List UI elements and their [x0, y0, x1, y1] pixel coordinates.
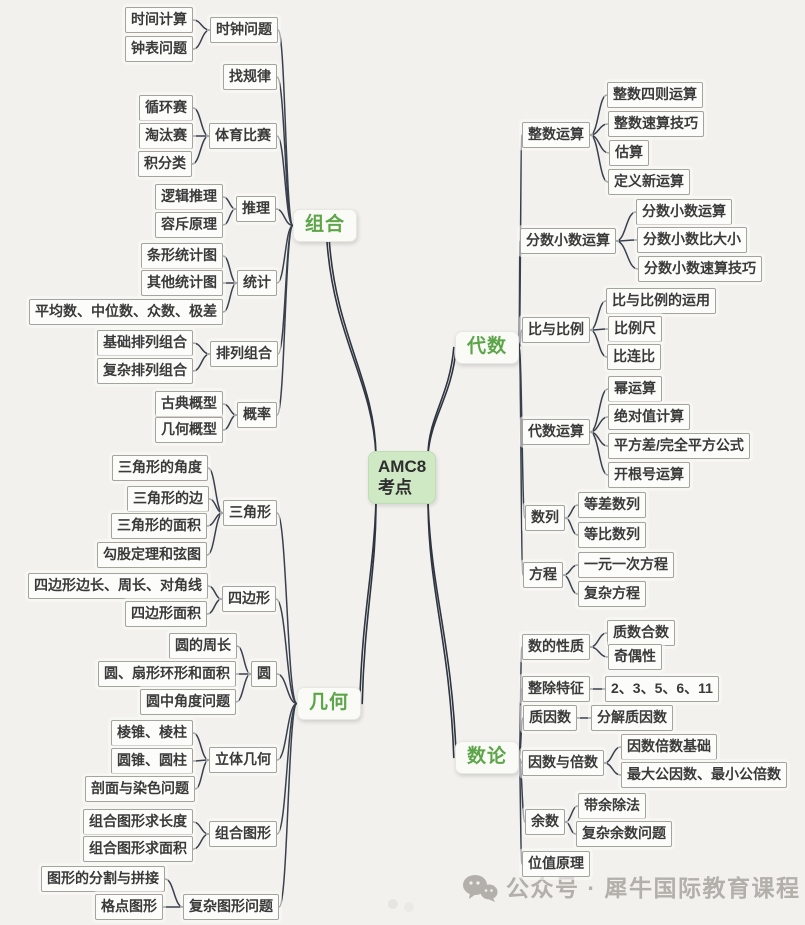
- leaf-node: 淘汰赛: [139, 123, 193, 149]
- leaf-node: 钟表问题: [125, 36, 193, 62]
- leaf-node: 最大公因数、最小公倍数: [621, 762, 787, 788]
- leaf-node: 格点图形: [95, 894, 163, 920]
- leaf-node: 整数四则运算: [607, 82, 703, 108]
- leaf-node: 带余除法: [578, 793, 646, 819]
- branch-node-combinatorics: 组合: [293, 209, 358, 242]
- leaf-node: 图形的分割与拼接: [41, 866, 165, 892]
- leaf-node: 复杂方程: [578, 581, 646, 607]
- leaf-node: 棱锥、棱柱: [111, 720, 193, 746]
- topic-node: 数列: [525, 505, 565, 531]
- leaf-node: 整数速算技巧: [608, 111, 704, 137]
- leaf-node: 分数小数运算: [636, 199, 732, 225]
- leaf-node: 组合图形求面积: [83, 836, 193, 862]
- leaf-node: 复杂排列组合: [97, 358, 193, 384]
- leaf-node: 分数小数速算技巧: [638, 256, 762, 282]
- leaf-node: 积分类: [138, 151, 192, 177]
- wechat-icon: [463, 875, 498, 902]
- background-dot: [388, 899, 398, 909]
- leaf-node: 几何概型: [155, 417, 223, 443]
- topic-node: 圆: [251, 661, 277, 687]
- leaf-node: 逻辑推理: [155, 184, 223, 210]
- topic-node: 推理: [236, 196, 276, 222]
- leaf-node: 四边形边长、周长、对角线: [28, 573, 208, 599]
- branch-node-number-theory: 数论: [455, 741, 520, 774]
- leaf-node: 质数合数: [607, 620, 675, 646]
- topic-node: 概率: [237, 402, 277, 428]
- leaf-node: 圆的周长: [169, 633, 237, 659]
- leaf-node: 圆、扇形环形和面积: [98, 661, 236, 687]
- leaf-node: 开根号运算: [608, 462, 690, 488]
- leaf-node: 等差数列: [578, 492, 646, 518]
- center-title-line2: 考点: [378, 478, 412, 497]
- topic-node: 时钟问题: [210, 17, 278, 43]
- leaf-node: 因数倍数基础: [621, 734, 717, 760]
- leaf-node: 圆中角度问题: [140, 689, 236, 715]
- center-title-line1: AMC8: [378, 457, 427, 476]
- topic-node: 比与比例: [522, 317, 590, 343]
- leaf-node: 剖面与染色问题: [85, 776, 195, 802]
- topic-node: 质因数: [523, 705, 577, 731]
- leaf-node: 幂运算: [608, 376, 662, 402]
- topic-node: 复杂图形问题: [183, 894, 279, 920]
- leaf-node: 时间计算: [125, 7, 193, 33]
- leaf-node: 绝对值计算: [608, 404, 690, 430]
- leaf-node: 基础排列组合: [97, 330, 193, 356]
- watermark-text: 公众号 · 犀牛国际教育课程: [506, 875, 801, 901]
- leaf-node: 比与比例的运用: [606, 288, 716, 314]
- leaf-node: 三角形的面积: [111, 513, 207, 539]
- topic-node: 代数运算: [522, 419, 590, 445]
- leaf-node: 定义新运算: [608, 169, 690, 195]
- leaf-node: 平均数、中位数、众数、极差: [29, 299, 223, 325]
- topic-node: 排列组合: [210, 341, 278, 367]
- topic-node: 体育比赛: [209, 123, 277, 149]
- leaf-node: 四边形面积: [125, 601, 207, 627]
- center-node: AMC8 考点: [368, 451, 437, 504]
- topic-node: 找规律: [223, 64, 277, 90]
- leaf-node: 平方差/完全平方公式: [608, 433, 750, 459]
- watermark: 公众号 · 犀牛国际教育课程: [462, 874, 800, 902]
- leaf-node: 循环赛: [139, 95, 193, 121]
- leaf-node: 等比数列: [578, 522, 646, 548]
- topic-node: 位值原理: [522, 851, 590, 877]
- topic-node: 立体几何: [209, 747, 277, 773]
- branch-node-geometry: 几何: [297, 687, 362, 720]
- leaf-node: 奇偶性: [608, 644, 662, 670]
- topic-node: 数的性质: [522, 634, 590, 660]
- leaf-node: 三角形的边: [127, 486, 209, 512]
- topic-node: 三角形: [223, 500, 277, 526]
- leaf-node: 估算: [609, 140, 649, 166]
- topic-node: 分数小数运算: [520, 228, 616, 254]
- topic-node: 因数与倍数: [522, 750, 604, 776]
- topic-node: 四边形: [222, 586, 276, 612]
- leaf-node: 勾股定理和弦图: [97, 542, 207, 568]
- topic-node: 组合图形: [209, 821, 277, 847]
- leaf-node: 其他统计图: [141, 270, 223, 296]
- leaf-node: 三角形的角度: [112, 455, 208, 481]
- background-dot: [404, 902, 414, 912]
- leaf-node: 2、3、5、6、11: [605, 676, 719, 702]
- topic-node: 方程: [523, 562, 563, 588]
- leaf-node: 分数小数比大小: [637, 227, 747, 253]
- topic-node: 统计: [237, 270, 277, 296]
- topic-node: 整数运算: [522, 122, 590, 148]
- topic-node: 余数: [525, 809, 565, 835]
- leaf-node: 古典概型: [155, 391, 223, 417]
- leaf-node: 复杂余数问题: [576, 821, 672, 847]
- leaf-node: 条形统计图: [141, 243, 223, 269]
- leaf-node: 比例尺: [608, 316, 662, 342]
- leaf-node: 圆锥、圆柱: [111, 748, 193, 774]
- leaf-node: 容斥原理: [155, 212, 223, 238]
- leaf-node: 比连比: [607, 344, 661, 370]
- topic-node: 整除特征: [522, 676, 590, 702]
- leaf-node: 组合图形求长度: [83, 809, 193, 835]
- leaf-node: 一元一次方程: [578, 552, 674, 578]
- branch-node-algebra: 代数: [455, 331, 520, 364]
- leaf-node: 分解质因数: [591, 705, 673, 731]
